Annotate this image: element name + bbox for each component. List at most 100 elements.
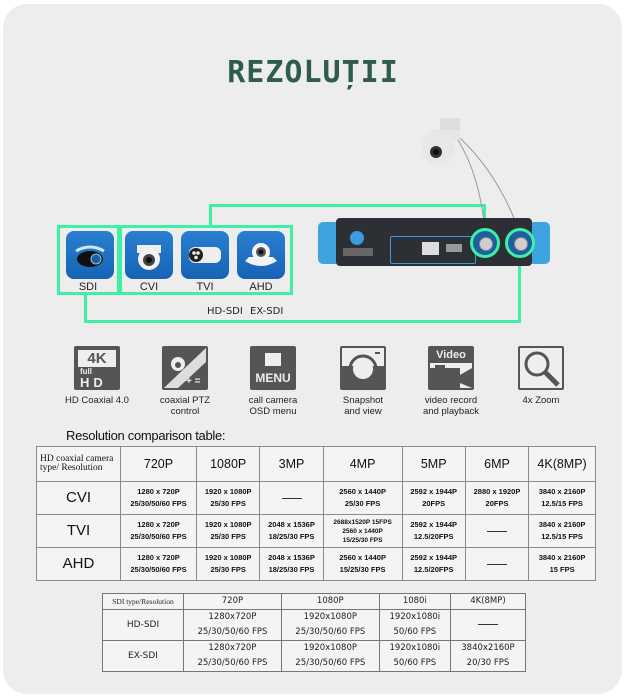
column-header: 1080P: [196, 446, 261, 482]
connector-line: [518, 256, 521, 323]
cell-line: 2688x1520P 15FPS: [333, 518, 392, 526]
cell-line: 2048 x 1536P: [268, 553, 315, 562]
icon-hd-text: HD: [80, 375, 107, 390]
cell-line: 25/30/50/60 FPS: [130, 499, 187, 508]
cell-line: 12.5/20FPS: [413, 532, 454, 541]
ptz-camera-icon: [421, 118, 521, 235]
cell-line: 25/30/50/60 FPS: [130, 532, 187, 541]
connector-line: [209, 204, 485, 207]
table-cell: [464, 514, 530, 548]
cell-line: 25/30/50/60 FPS: [197, 658, 268, 668]
table-caption: Resolution comparison table:: [66, 428, 226, 443]
sdi-type-hd-sdi: HD-SDI: [207, 306, 243, 317]
cell-line: 2592 x 1944P: [410, 520, 458, 529]
table-cell: 1920x1080P 25/30/50/60 FPS: [280, 640, 380, 672]
magnifier-icon: [518, 346, 564, 390]
camera-label-ahd: AHD: [249, 281, 273, 293]
not-supported-dash: [477, 623, 498, 625]
column-header: 4K(8MP): [528, 446, 596, 482]
cell-line: 25/30/50/60 FPS: [197, 627, 268, 637]
icon-video-text: Video: [430, 348, 472, 363]
column-header: 1080i: [378, 593, 451, 610]
tvi-camera-icon: [181, 231, 229, 279]
cell-line: 2048 x 1536P: [268, 520, 315, 529]
cell-line: 1920x1080P: [303, 643, 357, 653]
table-cell: 2560 x 1440P 25/30 FPS: [322, 481, 403, 515]
cell-line: 1280x720P: [208, 643, 257, 653]
icon-full-text: full: [80, 367, 92, 376]
cell-line: 2560 x 1440P: [339, 487, 386, 496]
4k-full-hd-icon: 4K full HD: [74, 346, 120, 390]
table-corner-header: SDI type/Resolution: [102, 593, 184, 610]
column-header: 4K(8MP): [449, 593, 527, 610]
bnc-connector-2: [505, 228, 535, 258]
connector-line: [84, 292, 87, 323]
cell-line: 15/25/30 FPS: [342, 536, 383, 544]
cell-line: 1280 x 720P: [137, 487, 180, 496]
icon-4k-text: 4K: [78, 350, 116, 367]
cell-line: 12.5/20FPS: [413, 565, 454, 574]
feature-label: HD Coaxial 4.0: [65, 395, 129, 406]
cell-line: 1280x720P: [208, 612, 257, 622]
row-label: EX-SDI: [102, 640, 184, 672]
video-record-icon: Video: [428, 346, 474, 390]
table-cell: 1920x1080i 50/60 FPS: [378, 640, 451, 672]
cell-line: 2592 x 1944P: [410, 553, 458, 562]
cell-line: 18/25/30 FPS: [268, 532, 315, 541]
cell-line: 25/30 FPS: [344, 499, 381, 508]
cell-line: 20/30 FPS: [466, 658, 510, 668]
table-cell: 2592 x 1944P 12.5/20FPS: [401, 547, 466, 581]
ptz-control-icon: + =: [162, 346, 208, 390]
cell-line: 1280 x 720P: [137, 553, 180, 562]
bnc-connector-1: [470, 228, 500, 258]
cell-line: 25/30 FPS: [210, 532, 246, 541]
table-cell: 1280x720P 25/30/50/60 FPS: [183, 640, 282, 672]
table-cell: 1280 x 720P 25/30/50/60 FPS: [119, 481, 198, 515]
sdi-camera-icon: [66, 231, 114, 279]
cell-line: 1920 x 1080P: [204, 487, 252, 496]
cell-line: 25/30 FPS: [210, 565, 246, 574]
cell-line: 50/60 FPS: [393, 658, 437, 668]
cell-line: 12.5/15 FPS: [541, 532, 583, 541]
camera-label-cvi: CVI: [139, 281, 159, 293]
page-title: REZOLUȚII: [227, 55, 399, 90]
cell-line: 25/30/50/60 FPS: [295, 658, 366, 668]
tester-device: [318, 218, 550, 268]
column-header: 3MP: [259, 446, 324, 482]
cell-line: 25/30 FPS: [210, 499, 246, 508]
connector-line: [209, 204, 212, 226]
not-supported-dash: [281, 497, 302, 499]
cell-line: 1920 x 1080P: [204, 520, 252, 529]
feature-zoom: 4x Zoom: [496, 346, 586, 406]
cell-line: 20FPS: [485, 499, 509, 508]
connector-line: [483, 204, 486, 230]
cell-line: 1920x1080P: [303, 612, 357, 622]
menu-icon: MENU: [250, 346, 296, 390]
cell-line: 2592 x 1944P: [410, 487, 458, 496]
table-cell: 1920 x 1080P 25/30 FPS: [196, 481, 261, 515]
icon-menu-text: MENU: [254, 370, 292, 386]
cell-line: 1920x1080i: [389, 643, 441, 653]
row-label: TVI: [36, 514, 121, 548]
column-header: 720P: [183, 593, 282, 610]
